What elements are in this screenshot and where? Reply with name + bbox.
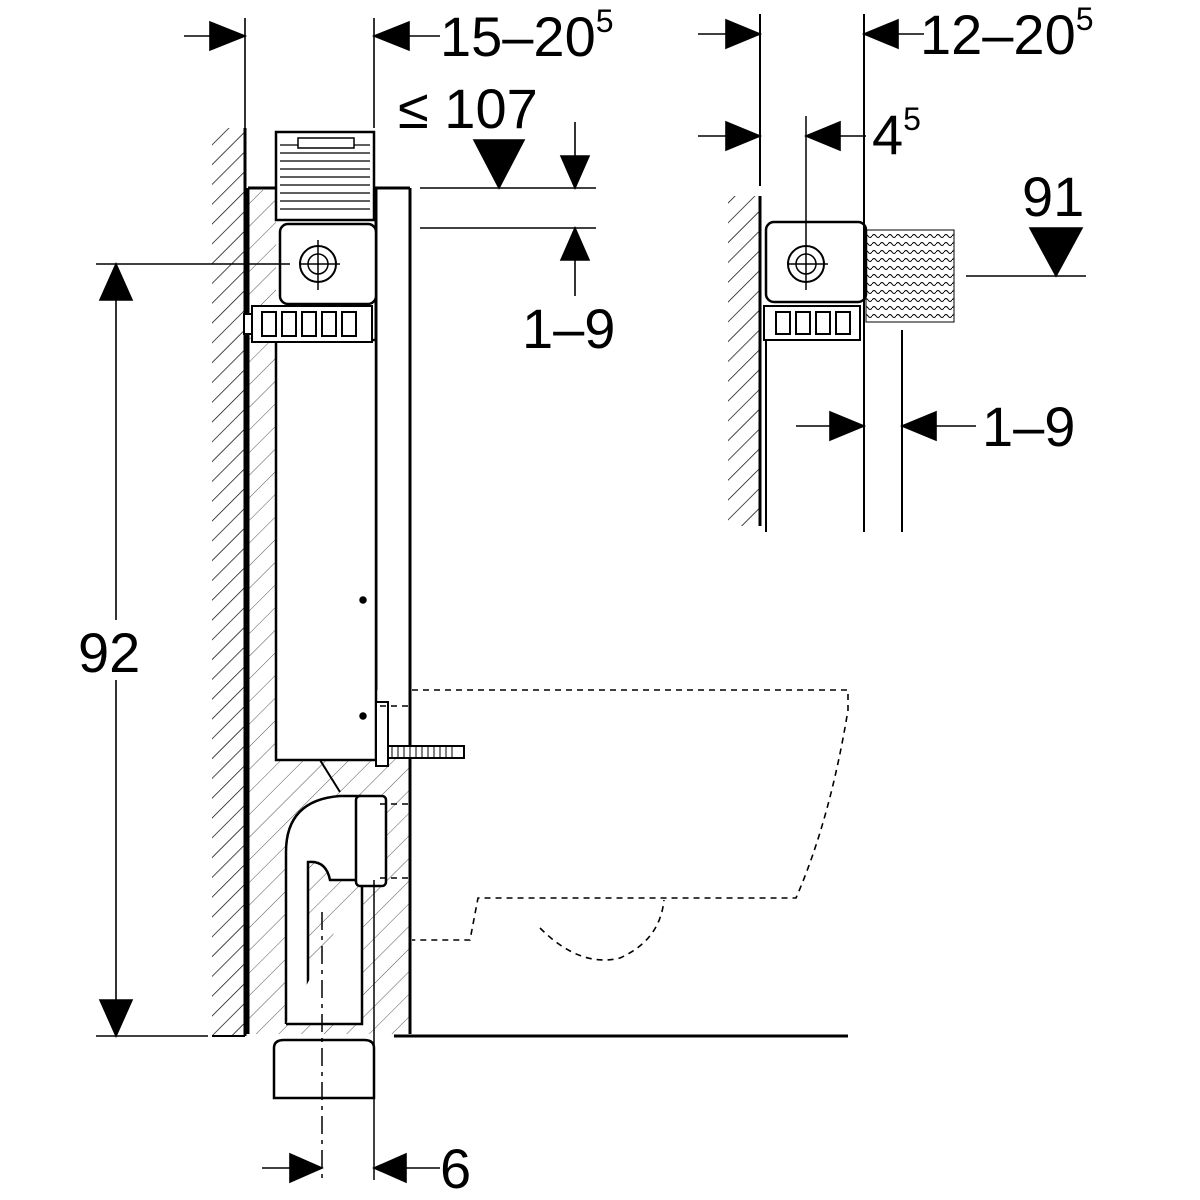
label-detail-depth: 12–205 [920,1,1094,66]
label-bottom-offset: 6 [440,1137,471,1200]
detail-bracket [763,305,861,341]
detail-tile-layer [865,229,955,323]
mounting-bracket [243,305,373,343]
detail-actuator [764,116,868,304]
dimension-detail-adjust [796,410,976,442]
dimension-detail-depth [698,18,924,50]
detail-frame-lines [759,14,903,532]
label-total-height: 92 [78,621,140,684]
dimension-detail-height [966,227,1086,278]
wall-right [728,196,767,532]
label-adjust-left: 1–9 [522,297,615,360]
actuator-box [278,222,378,306]
flush-plate [274,130,376,222]
label-max-height: ≤ 107 [398,77,538,140]
wall-left [212,128,247,1037]
dimension-max-height [420,122,596,296]
label-detail-height: 91 [1022,165,1084,228]
pipe-socket [272,1038,376,1100]
label-detail-adjust: 1–9 [982,395,1075,458]
label-detail-offset: 45 [872,101,921,166]
dimension-bottom-offset [262,1152,440,1184]
dimension-total-height [96,262,290,1038]
label-frame-depth: 15–205 [440,3,614,68]
cistern [274,338,378,762]
dimension-frame-depth [184,18,440,128]
wc-bowl-outline [380,689,849,961]
bowl-fixing-bolt [375,701,465,767]
drain-pipe [284,759,388,1026]
dimension-detail-offset [698,120,866,152]
